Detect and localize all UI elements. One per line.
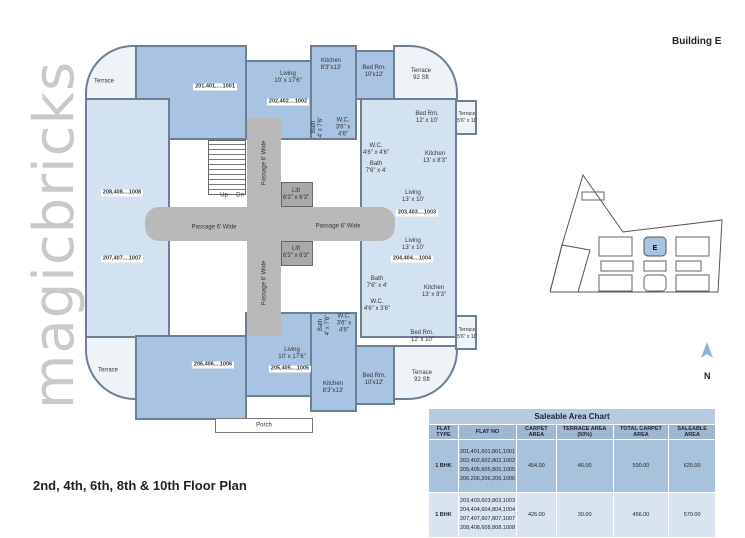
flat-label: 208,408....1008 — [100, 189, 144, 197]
label-wc: W.C. 4'6" x 4'6" — [362, 143, 390, 156]
cell-total: 456.00 — [612, 492, 670, 538]
label-passage: Passage 6' Wide — [315, 223, 361, 230]
cell-saleable: 570.00 — [668, 492, 716, 538]
table-row: 1 BHK 203,403,603,803,1003 204,404,604,8… — [428, 492, 716, 538]
site-block — [643, 260, 667, 272]
header-terrace-area: TERRACE AREA (50%) — [555, 424, 614, 440]
floor-plan-title: 2nd, 4th, 6th, 8th & 10th Floor Plan — [33, 478, 247, 493]
label-lift: Lift 6'3" x 6'3" — [282, 246, 310, 259]
label-kitchen: Kitchen 13' x 8'3" — [421, 285, 447, 298]
label-wc: W.C. 3'6" x 4'6" — [335, 117, 351, 138]
flat-label: 206,406....1006 — [191, 361, 235, 369]
label-wc: W.C. 3'6" x 4'6" — [336, 313, 352, 334]
header-flat-type: FLAT TYPE — [428, 424, 459, 440]
saleable-area-table: Saleable Area Chart FLAT TYPE FLAT NO CA… — [428, 408, 716, 538]
header-flat-no: FLAT NO — [457, 424, 518, 440]
site-plan: E — [550, 173, 723, 293]
header-total-carpet-area: TOTAL CARPET AREA — [612, 424, 670, 440]
cell-flats: 201,401,601,801,1001 202,402,602,802,100… — [457, 439, 518, 493]
unit-202-bedroom — [355, 50, 395, 100]
label-bedroom: Bed Rm. 12' x 10' — [410, 330, 434, 343]
passage-horizontal — [145, 207, 395, 241]
label-bath: Bath 4' x 7'6" — [311, 116, 324, 138]
flat-label: 201,401,....1001 — [193, 83, 237, 91]
site-block — [598, 236, 633, 257]
unit-205-kitchen — [310, 312, 357, 412]
building-e-highlight — [643, 236, 667, 257]
lift-bottom — [281, 241, 313, 266]
cell-terrace: 30.00 — [555, 492, 614, 538]
label-bedroom: Bed Rm. 10'x12' — [362, 373, 386, 386]
staircase — [208, 140, 246, 195]
label-bath: Bath 4' x 7'6" — [318, 314, 331, 336]
label-bath: Bath 7'6" x 4' — [365, 161, 387, 174]
flat-label: 203,403....1003 — [395, 209, 439, 217]
site-block — [643, 274, 667, 292]
cell-total: 500.00 — [612, 439, 670, 493]
cell-flats: 203,403,603,803,1003 204,404,604,804,100… — [457, 492, 518, 538]
label-passage: Passage 6' Wide — [261, 140, 268, 186]
label-bath: Bath 7'6" x 4' — [366, 276, 388, 289]
cell-carpet: 454.00 — [516, 439, 557, 493]
cell-saleable: 625.00 — [668, 439, 716, 493]
label-terrace: Terrace 92 Sft — [411, 370, 433, 383]
building-e-label: E — [653, 245, 658, 252]
label-living: Living 10' x 17'6" — [278, 347, 306, 360]
label-terrace: Terrace — [97, 367, 119, 374]
flat-label: 207,407....1007 — [100, 255, 144, 263]
site-block — [581, 191, 605, 201]
flat-label: 202,402....1002 — [266, 98, 310, 106]
header-carpet-area: CARPET AREA — [516, 424, 557, 440]
label-terrace: Terrace 5'6" x 11' — [457, 111, 477, 124]
label-terrace: Terrace — [93, 78, 115, 85]
cell-carpet: 426.00 — [516, 492, 557, 538]
site-block — [675, 260, 702, 272]
lift-top — [281, 182, 313, 207]
cell-terrace: 46.00 — [555, 439, 614, 493]
label-kitchen: Kitchen 8'3"x13' — [320, 58, 342, 71]
watermark: magicbricks — [25, 60, 85, 410]
site-block — [675, 236, 710, 257]
flat-label: 205,405....1005 — [268, 365, 312, 373]
label-wc: W.C. 4'6" x 3'6" — [363, 299, 391, 312]
cell-type: 1 BHK — [428, 492, 459, 538]
label-passage: Passage 6' Wide — [261, 260, 268, 306]
label-terrace: Terrace 92 Sft — [410, 68, 432, 81]
north-arrow-icon — [701, 342, 713, 358]
flat-label: 204,404....1004 — [390, 255, 434, 263]
label-dn: Dn — [236, 192, 244, 199]
terrace-top-left — [85, 45, 137, 100]
label-porch: Porch — [256, 422, 272, 429]
label-terrace: Terrace 5'6" x 11' — [457, 327, 477, 340]
label-bedroom: Bed Rm. 12' x 10' — [415, 111, 439, 124]
cell-type: 1 BHK — [428, 439, 459, 493]
label-lift: Lift 6'3" x 6'3" — [282, 188, 310, 201]
label-kitchen: Kitchen 13' x 8'3" — [422, 151, 448, 164]
site-block — [598, 274, 633, 292]
label-living: Living 13' x 10' — [402, 190, 424, 203]
label-bedroom: Bed Rm. 10'x12' — [362, 65, 386, 78]
label-passage: Passage 6' Wide — [191, 224, 237, 231]
label-living: Living 13' x 10' — [402, 238, 424, 251]
site-plot — [550, 244, 591, 293]
label-kitchen: Kitchen 8'3"x13' — [322, 381, 344, 394]
site-block — [675, 274, 710, 292]
unit-206 — [135, 335, 247, 420]
label-up: Up — [220, 192, 228, 199]
table-row: 1 BHK 201,401,601,801,1001 202,402,602,8… — [428, 439, 716, 493]
site-block — [600, 260, 634, 272]
north-label: N — [704, 371, 711, 381]
header-saleable-area: SALEABLE AREA — [668, 424, 716, 440]
label-living: Living 10' x 17'6" — [274, 71, 302, 84]
site-boundary — [550, 173, 723, 293]
unit-205-bedroom — [355, 345, 395, 405]
building-label: Building E — [672, 36, 722, 47]
porch — [215, 418, 313, 433]
table-title: Saleable Area Chart — [428, 408, 716, 425]
